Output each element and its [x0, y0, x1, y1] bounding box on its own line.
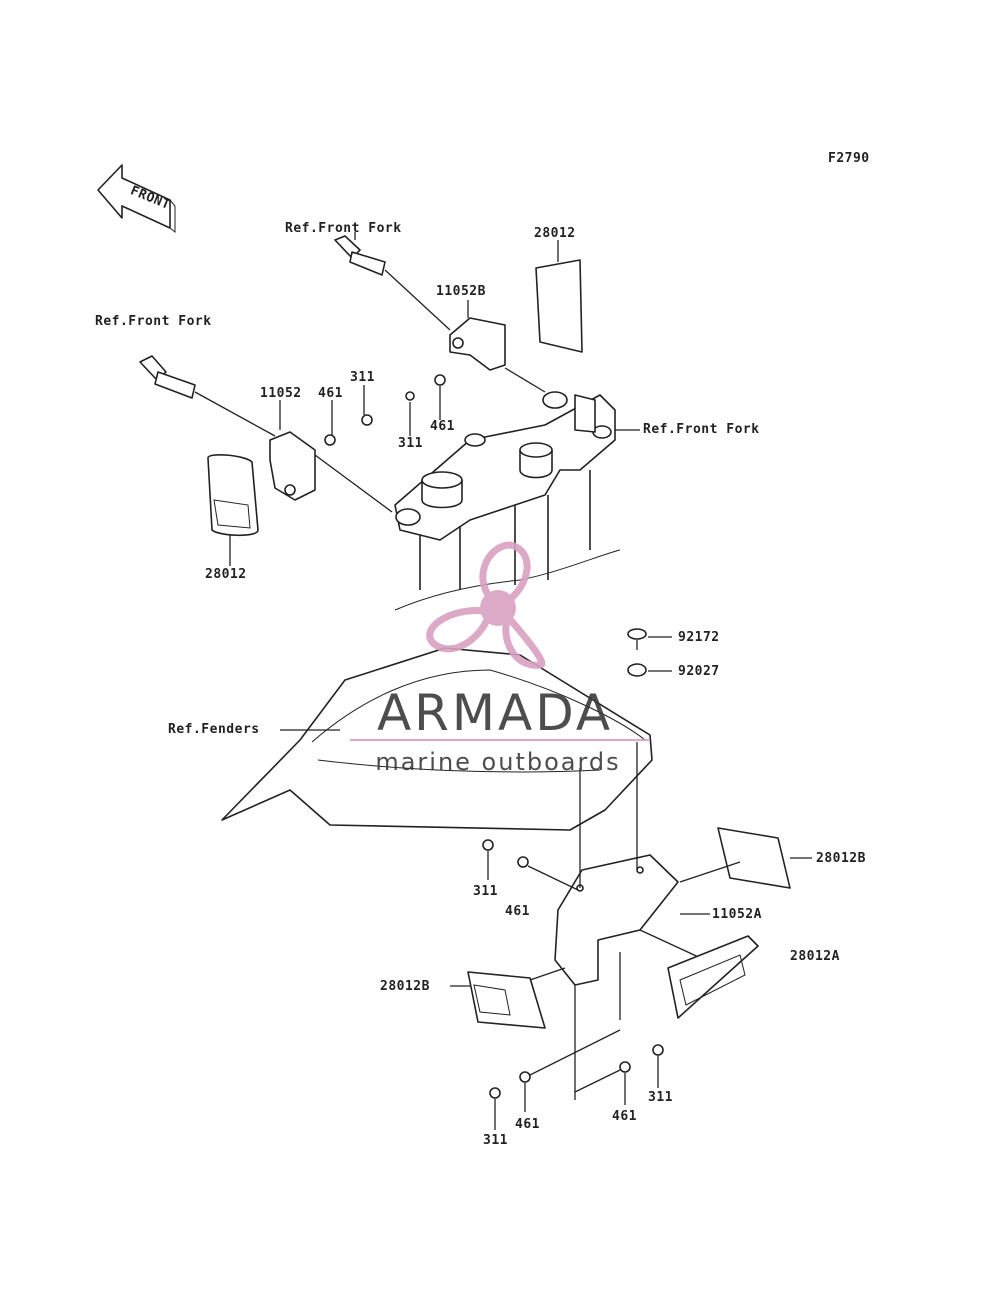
label-ref-fenders: Ref.Fenders — [168, 722, 260, 737]
label-ref-front-fork-right: Ref.Front Fork — [643, 422, 760, 437]
label-311-c: 311 — [648, 1090, 673, 1105]
label-28012b-left: 28012B — [380, 979, 430, 994]
reflector-28012b-right — [679, 827, 791, 889]
upper-bracket-assembly — [394, 391, 621, 611]
label-461-c: 461 — [612, 1109, 637, 1124]
reflector-28012a — [667, 935, 759, 1019]
front-arrow-icon: FRONT — [97, 164, 176, 234]
bracket-11052 — [269, 431, 393, 513]
reflector-28012-top — [535, 259, 583, 353]
reflector-28012b-left — [467, 967, 566, 1029]
label-311-mid: 311 — [398, 436, 423, 451]
label-ref-front-fork-left: Ref.Front Fork — [95, 314, 212, 329]
upper-bolt-left — [139, 355, 276, 437]
label-11052b: 11052B — [436, 284, 486, 299]
label-28012a: 28012A — [790, 949, 840, 964]
figure-code: F2790 — [828, 151, 870, 166]
label-461-b: 461 — [515, 1117, 540, 1132]
label-461-mid: 461 — [430, 419, 455, 434]
label-28012-top: 28012 — [534, 226, 576, 241]
label-ref-front-fork-top: Ref.Front Fork — [285, 221, 402, 236]
watermark-brand: ARMADA — [377, 684, 613, 742]
label-28012b-right: 28012B — [816, 851, 866, 866]
label-461-a: 461 — [505, 904, 530, 919]
leader-lines — [229, 232, 812, 1130]
label-311-left: 311 — [350, 370, 375, 385]
lower-fasteners — [482, 839, 664, 1099]
label-92172: 92172 — [678, 630, 720, 645]
upper-fasteners — [324, 374, 446, 446]
label-28012-left: 28012 — [205, 567, 247, 582]
label-461-left: 461 — [318, 386, 343, 401]
upper-bolt-right — [334, 235, 451, 331]
screw-92172 — [627, 628, 647, 650]
grommet-92027 — [627, 663, 647, 677]
label-311-a: 311 — [473, 884, 498, 899]
label-11052: 11052 — [260, 386, 302, 401]
armada-logo-icon: ARMADA marine outboards — [350, 541, 650, 776]
label-311-b: 311 — [483, 1133, 508, 1148]
label-11052a: 11052A — [712, 907, 762, 922]
reflector-28012-left — [207, 453, 259, 537]
label-92027: 92027 — [678, 664, 720, 679]
bracket-11052a — [554, 742, 706, 1100]
watermark-tagline: marine outboards — [375, 748, 620, 776]
